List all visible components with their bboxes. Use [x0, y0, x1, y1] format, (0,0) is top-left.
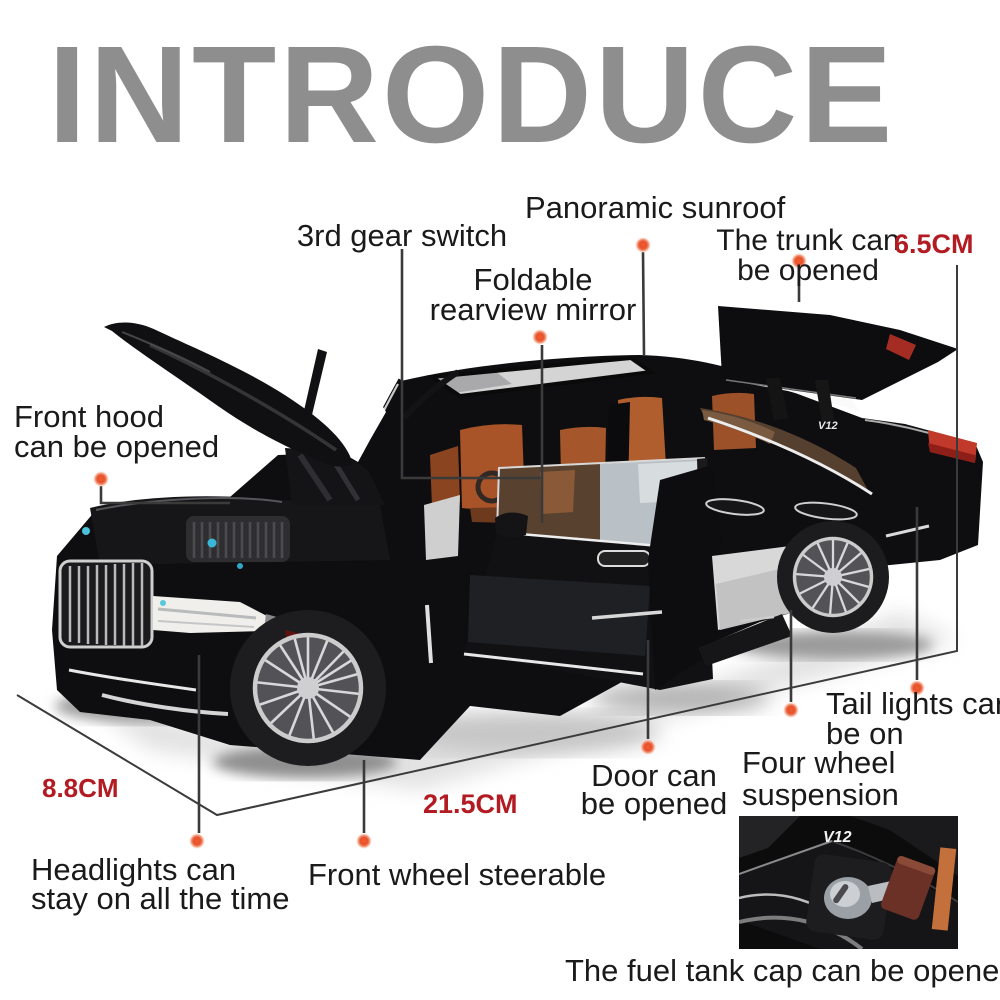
svg-text:V12: V12 — [823, 829, 852, 846]
svg-text:The trunk can: The trunk can — [716, 224, 899, 257]
svg-text:Foldable: Foldable — [474, 262, 593, 297]
svg-text:be on: be on — [826, 716, 904, 751]
svg-text:be opened: be opened — [581, 786, 728, 821]
svg-text:Front hood: Front hood — [14, 399, 164, 434]
svg-text:Headlights can: Headlights can — [31, 852, 236, 887]
svg-text:8.8CM: 8.8CM — [42, 773, 119, 803]
svg-text:V12: V12 — [818, 420, 838, 432]
svg-text:suspension: suspension — [742, 777, 899, 812]
svg-text:6.5CM: 6.5CM — [894, 229, 974, 259]
svg-text:21.5CM: 21.5CM — [423, 789, 518, 819]
svg-text:rearview mirror: rearview mirror — [430, 292, 637, 327]
svg-text:3rd gear switch: 3rd gear switch — [297, 218, 507, 253]
svg-text:INTRODUCE: INTRODUCE — [48, 18, 895, 172]
svg-text:The fuel tank cap can be opene: The fuel tank cap can be opened — [565, 953, 1000, 988]
svg-text:Panoramic sunroof: Panoramic sunroof — [525, 190, 786, 225]
svg-text:stay on all the time: stay on all the time — [31, 881, 289, 916]
svg-text:Four wheel: Four wheel — [742, 745, 895, 780]
svg-text:be opened: be opened — [737, 254, 879, 287]
svg-text:Tail lights can: Tail lights can — [826, 686, 1000, 721]
svg-text:can be opened: can be opened — [14, 429, 219, 464]
svg-text:Front wheel steerable: Front wheel steerable — [308, 857, 606, 892]
svg-text:Door can: Door can — [591, 758, 717, 793]
